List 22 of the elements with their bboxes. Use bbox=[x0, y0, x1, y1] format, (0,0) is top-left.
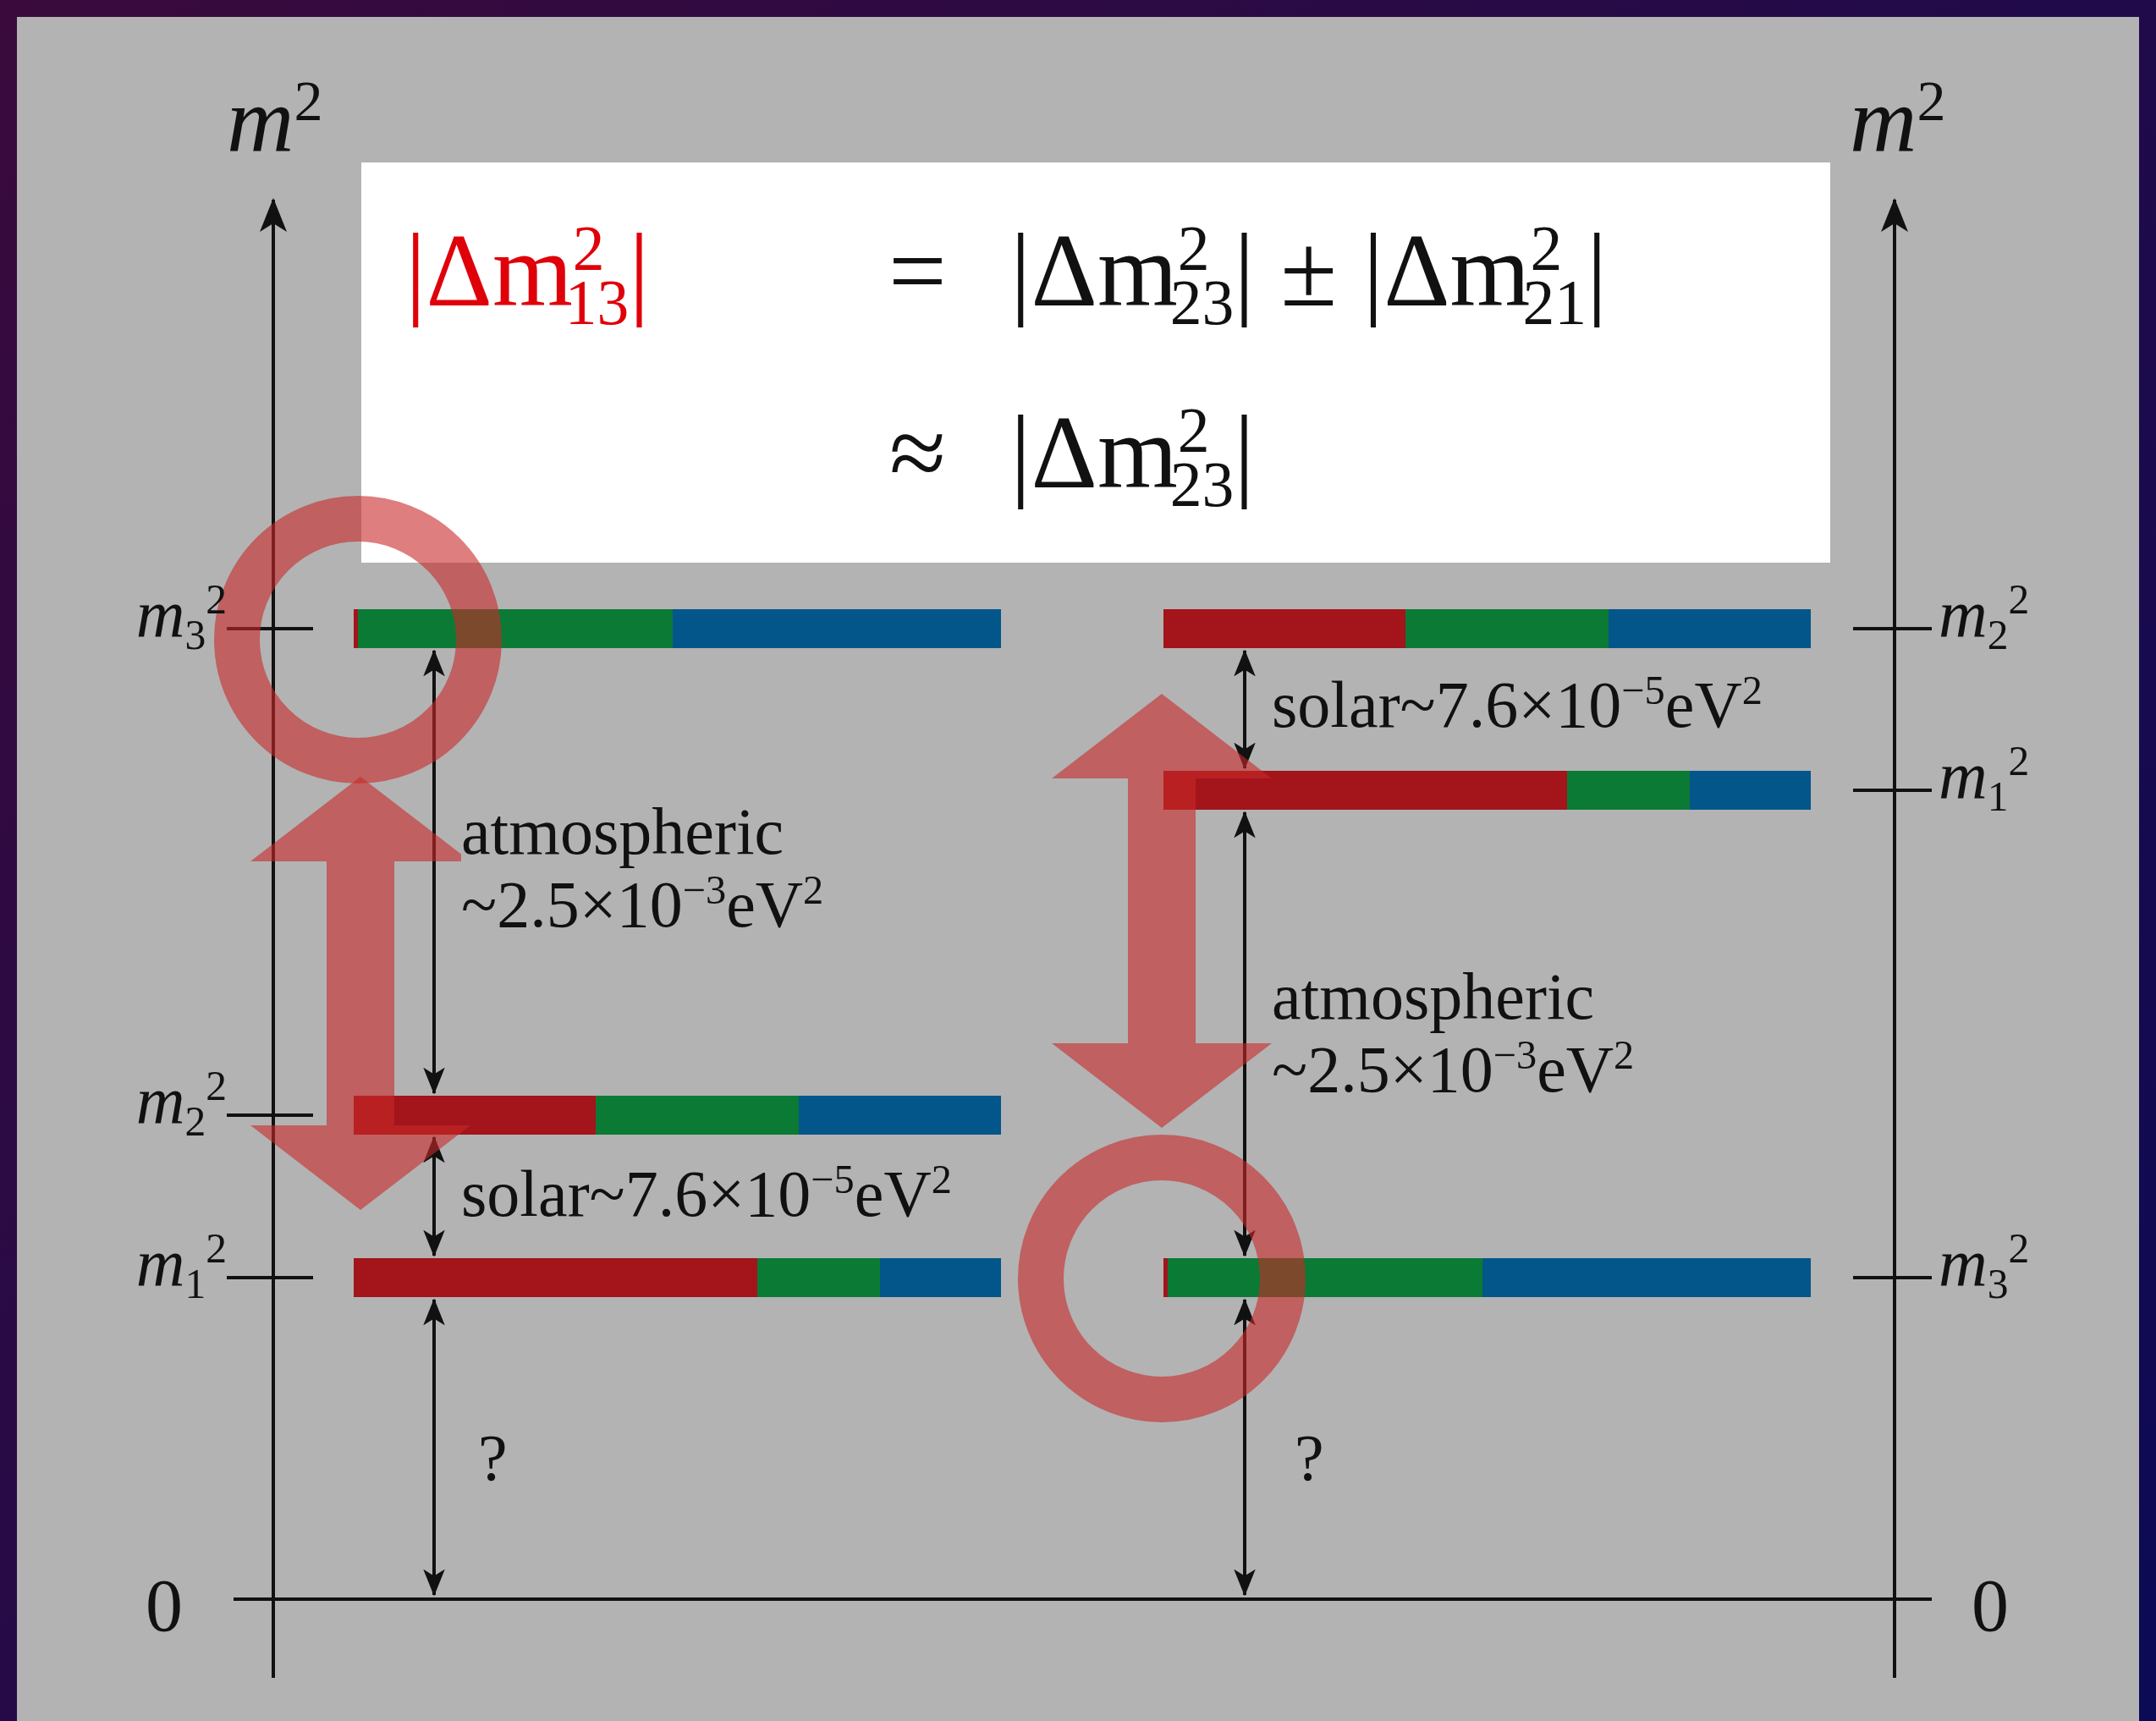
double-arrow bbox=[423, 649, 445, 1095]
axis-label: 0 bbox=[1972, 1565, 2009, 1647]
double-arrow bbox=[423, 1135, 445, 1257]
mass-level-bar bbox=[1163, 771, 1811, 810]
formula-text: |Δm$^{2}$$_{13}$| bbox=[405, 212, 650, 330]
formula-text: ≈ bbox=[889, 393, 946, 511]
mass-level-bar bbox=[354, 1096, 1001, 1135]
formula-text: = bbox=[888, 212, 947, 329]
axis-label: m$^{2}$ bbox=[227, 69, 323, 172]
mass-level-bar bbox=[354, 609, 1001, 648]
mass-level-bar bbox=[354, 1258, 1001, 1297]
double-arrow bbox=[1234, 1298, 1256, 1597]
double-arrow bbox=[1234, 811, 1256, 1257]
formula-text: |Δm$^{2}$$_{23}$| ± |Δm$^{2}$$_{21}$| bbox=[1010, 212, 1608, 330]
double-arrow bbox=[1234, 649, 1256, 770]
axis-label: m$^{2}$ bbox=[1850, 69, 1946, 172]
axis-label: 0 bbox=[146, 1565, 183, 1647]
formula-text: |Δm$^{2}$$_{23}$| bbox=[1010, 393, 1255, 512]
formula-box bbox=[361, 162, 1830, 563]
mass-level-bar bbox=[1163, 609, 1811, 648]
double-arrow bbox=[423, 1298, 445, 1597]
mass-level-bar bbox=[1163, 1258, 1811, 1297]
